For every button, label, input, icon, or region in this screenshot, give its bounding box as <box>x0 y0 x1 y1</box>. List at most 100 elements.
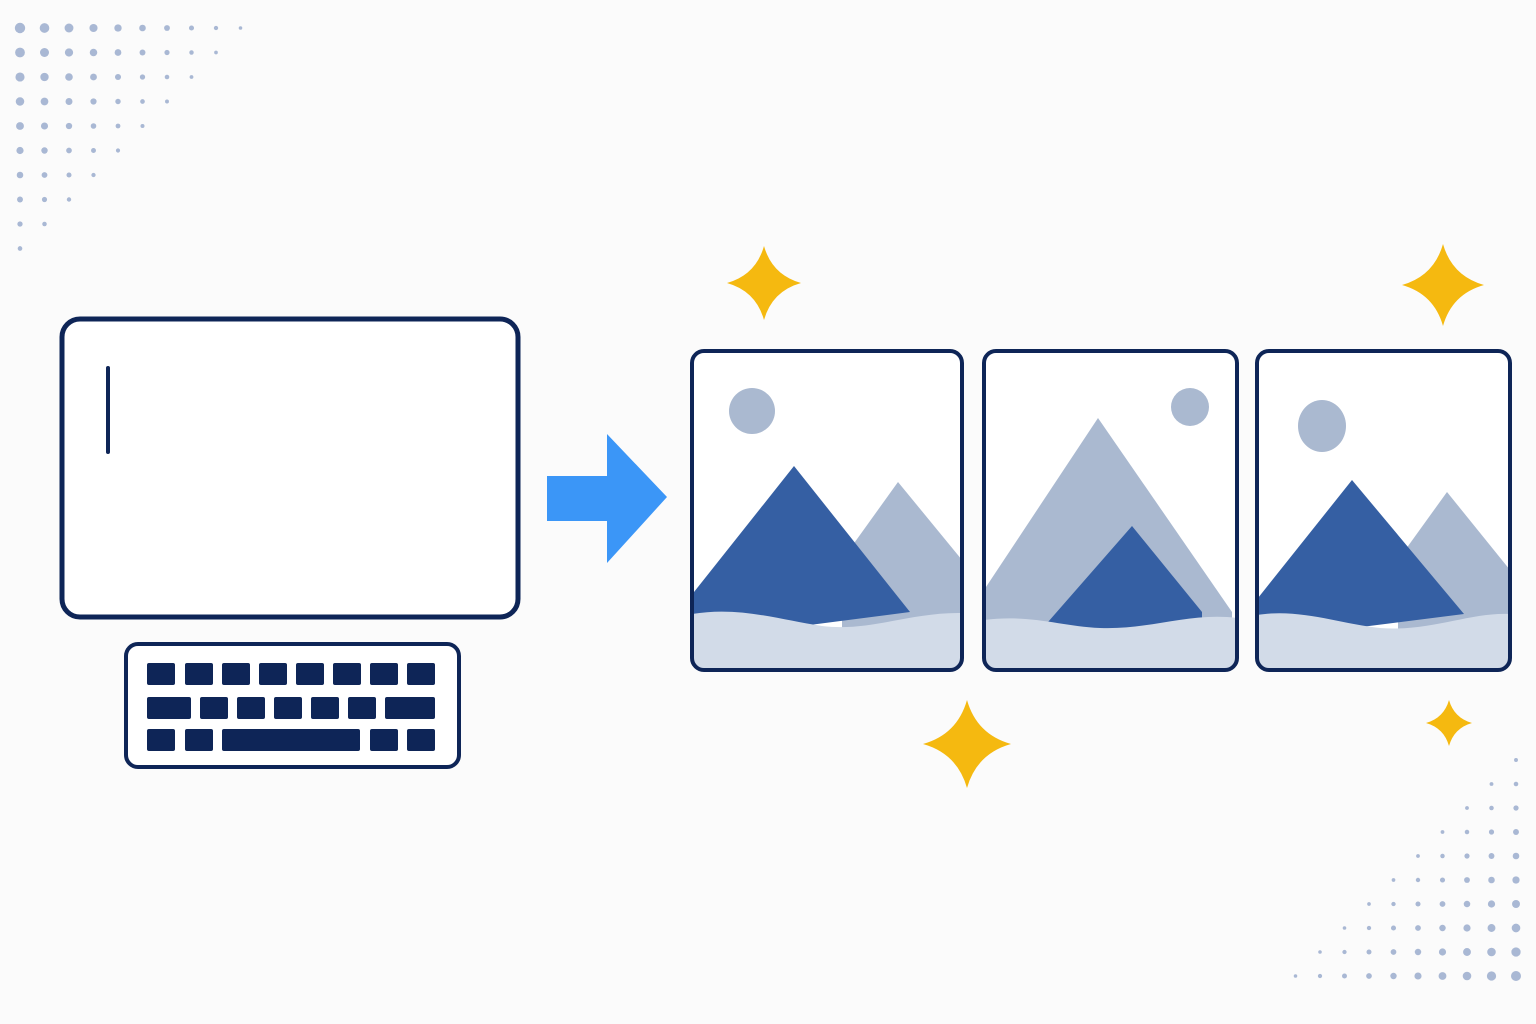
decorative-dot <box>1488 876 1495 884</box>
decorative-dot <box>16 146 24 155</box>
decorative-dot <box>1438 972 1447 980</box>
keyboard-key <box>348 697 376 719</box>
decorative-dot <box>1487 947 1496 957</box>
decorative-dot <box>1512 852 1520 860</box>
decorative-dot <box>1488 829 1495 835</box>
sparkle-icon <box>923 700 1011 788</box>
decorative-dot <box>1487 924 1496 932</box>
mountain-front <box>694 466 910 640</box>
decorative-dot <box>64 23 74 33</box>
decorative-dot <box>213 25 219 31</box>
decorative-dot <box>1487 900 1496 908</box>
decorative-dot <box>42 221 47 227</box>
keyboard-keys <box>147 663 435 751</box>
keyboard-key <box>333 663 361 685</box>
decorative-dot <box>1514 758 1518 762</box>
decorative-dot <box>65 73 73 81</box>
decorative-dot <box>41 196 48 203</box>
decorative-dot <box>1513 805 1519 811</box>
decorative-dot <box>1391 878 1396 882</box>
decorative-dot <box>115 148 121 153</box>
decorative-dot <box>1464 853 1470 859</box>
decorative-dot <box>1342 973 1347 979</box>
decorative-dot <box>64 48 74 57</box>
decorative-dot <box>1366 973 1372 979</box>
decorative-dot <box>1464 877 1470 883</box>
decorative-dot <box>1511 923 1521 933</box>
decorative-dot <box>15 97 25 106</box>
decorative-dot <box>115 98 121 105</box>
decorative-dot <box>1366 925 1372 931</box>
decorative-dot <box>1465 806 1469 810</box>
sparkle-icon <box>1426 700 1472 746</box>
decorative-dot <box>1513 829 1519 835</box>
decorative-dot <box>14 22 26 34</box>
decorative-dot <box>1439 877 1446 883</box>
decorative-dot <box>114 24 122 32</box>
decorative-dot <box>1463 924 1471 932</box>
decorative-dot <box>1416 854 1420 858</box>
decorative-dot <box>65 98 73 105</box>
decorative-dot <box>1318 950 1322 954</box>
decorative-dot <box>39 23 50 33</box>
decorative-dot <box>1464 829 1470 835</box>
decorative-dot <box>66 147 72 154</box>
decorative-dot <box>139 74 146 80</box>
decorative-dot <box>17 246 23 251</box>
keyboard-key <box>147 663 175 685</box>
decorative-dot <box>1489 782 1494 786</box>
decorative-dot <box>41 172 48 178</box>
decorative-dot <box>164 49 170 56</box>
decorative-dot <box>1391 901 1396 907</box>
keyboard-key <box>385 697 435 719</box>
keyboard-key <box>274 697 302 719</box>
dot-pattern-bottom-right <box>1293 758 1521 981</box>
decorative-dot <box>1342 949 1347 955</box>
decorative-dot <box>1367 902 1371 906</box>
decorative-dot <box>1513 781 1519 787</box>
water <box>984 616 1237 670</box>
keyboard-key <box>200 697 228 719</box>
decorative-dot <box>189 50 194 55</box>
decorative-dot <box>1415 877 1421 883</box>
arrow-right-icon <box>547 434 667 563</box>
decorative-dot <box>1489 805 1494 811</box>
decorative-dot <box>40 122 49 130</box>
generated-image-1 <box>690 349 964 672</box>
decorative-dot <box>1415 925 1421 931</box>
decorative-dot <box>140 99 145 104</box>
decorative-dot <box>16 122 24 130</box>
decorative-dot <box>1463 948 1471 956</box>
decorative-dot <box>189 75 194 79</box>
decorative-dot <box>139 49 146 56</box>
decorative-dot <box>66 172 72 178</box>
decorative-dot <box>139 24 146 32</box>
keyboard-key <box>237 697 265 719</box>
decorative-dot <box>1438 948 1447 956</box>
decorative-dot <box>90 73 97 81</box>
decorative-dot <box>1366 949 1372 955</box>
decorative-dot <box>1486 971 1497 981</box>
keyboard-key <box>147 697 191 719</box>
keyboard-icon <box>124 642 461 769</box>
decorative-dot <box>40 48 49 57</box>
decorative-dot <box>114 73 122 81</box>
computer-monitor-icon <box>59 316 521 620</box>
decorative-dot <box>1415 901 1421 907</box>
decorative-dot <box>1463 900 1471 908</box>
decorative-dot <box>164 74 170 80</box>
decorative-dot <box>1390 972 1397 980</box>
keyboard-key <box>311 697 339 719</box>
sun-icon <box>1298 400 1346 452</box>
decorative-dot <box>1390 925 1397 931</box>
sparkles <box>727 244 1484 788</box>
decorative-dot <box>238 26 243 30</box>
sun-icon <box>1171 388 1209 426</box>
keyboard-key <box>407 663 435 685</box>
decorative-dot <box>89 23 98 33</box>
generated-image-3 <box>1255 349 1512 672</box>
decorative-dot <box>1511 947 1521 957</box>
monitor-screen <box>59 316 521 620</box>
decorative-dot <box>1512 876 1520 884</box>
decorative-dot <box>114 49 122 56</box>
